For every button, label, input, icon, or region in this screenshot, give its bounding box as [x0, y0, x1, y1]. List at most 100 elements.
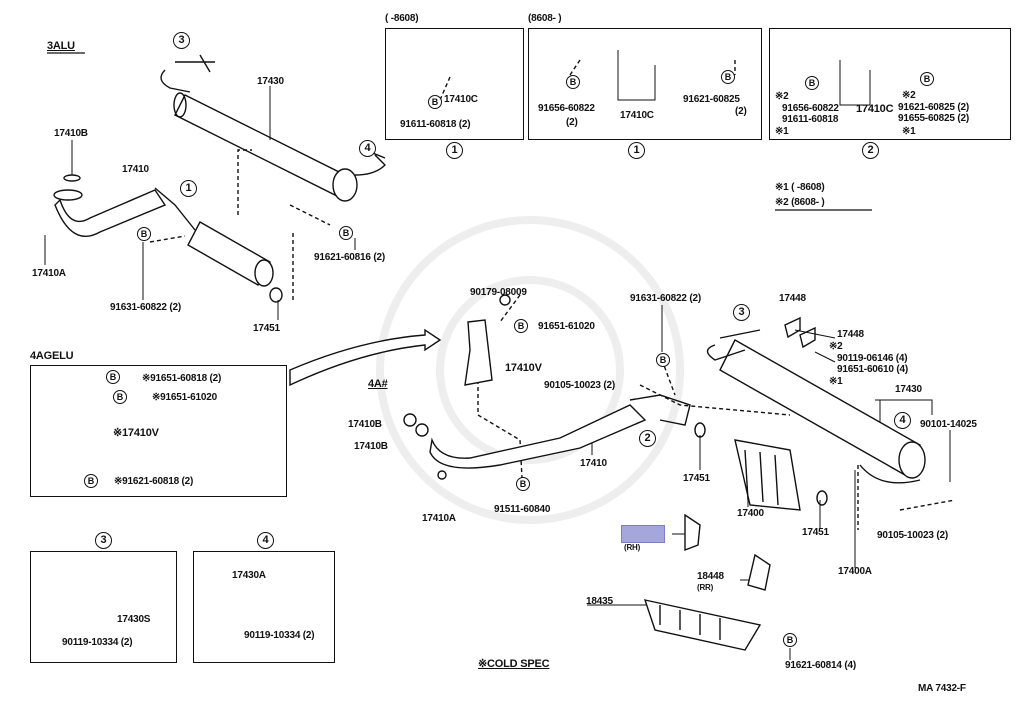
- watermark-emblem: [376, 216, 684, 524]
- highlighted-part-label[interactable]: [621, 525, 665, 543]
- bolt-marker: B: [137, 227, 151, 241]
- part-label: 91621-60816 (2): [314, 252, 385, 263]
- section-4agelu: 4AGELU: [30, 350, 74, 362]
- catalytic-converter: [694, 422, 828, 511]
- part-label: 17448: [779, 293, 806, 304]
- part-label: ※2: [902, 90, 916, 101]
- ref-circle-2: 2: [639, 430, 656, 447]
- part-label: ※91651-61020: [152, 392, 217, 403]
- box-4-ref-circle: 4: [257, 532, 274, 549]
- part-label: ※1: [829, 376, 843, 387]
- bolt-marker: B: [339, 226, 353, 240]
- part-label: 17430: [895, 384, 922, 395]
- part-label: ※2: [829, 341, 843, 352]
- legend-note-2: ※2 (8608- ): [775, 197, 825, 208]
- part-label: 17430S: [117, 614, 151, 625]
- part-label: 91621-60814 (4): [785, 660, 856, 671]
- heat-insulators: [643, 513, 771, 651]
- bolt-marker: B: [106, 370, 120, 384]
- detail-box-4agelu: [30, 365, 287, 497]
- part-label: 17400A: [838, 566, 872, 577]
- ref-circle-3: 3: [173, 32, 190, 49]
- part-label: 17410A: [422, 513, 456, 524]
- bolt-marker: B: [516, 477, 530, 491]
- part-label: (2): [566, 117, 578, 128]
- part-label: 90105-10023 (2): [877, 530, 948, 541]
- box2-ref-circle: 1: [628, 142, 645, 159]
- diagram-code: MA 7432-F: [918, 683, 966, 694]
- part-label: ※17410V: [113, 427, 159, 439]
- ref-circle-1: 1: [180, 180, 197, 197]
- part-label: 17400: [737, 508, 764, 519]
- section-4a: 4A#: [368, 378, 388, 390]
- part-label: (RR): [697, 583, 714, 592]
- bolt-marker: B: [805, 76, 819, 90]
- part-label: 17410B: [348, 419, 382, 430]
- bolt-marker: B: [428, 95, 442, 109]
- detail-box-2: [769, 28, 1011, 140]
- box1-range: ( -8608): [385, 13, 419, 24]
- part-label: 17410B: [354, 441, 388, 452]
- bolt-marker: B: [566, 75, 580, 89]
- detail-box-1-early: [385, 28, 524, 140]
- part-label: 17410C: [856, 103, 894, 115]
- bolt-marker: B: [113, 390, 127, 404]
- part-label: 18435: [586, 596, 613, 607]
- detail-box-3: [30, 551, 177, 663]
- legend-note-1: ※1 ( -8608): [775, 182, 825, 193]
- ref-circle-4: 4: [359, 140, 376, 157]
- part-label: 90179-08009: [470, 287, 527, 298]
- main-muffler-4a: [706, 316, 926, 484]
- part-label: 18448: [697, 571, 724, 582]
- cold-spec-note: ※COLD SPEC: [478, 658, 550, 670]
- part-label: 91631-60822 (2): [630, 293, 701, 304]
- part-label: 91611-60818 (2): [400, 119, 471, 130]
- part-label: 17410B: [54, 128, 88, 139]
- part-label: 17448: [837, 329, 864, 340]
- part-label: 91655-60825 (2): [898, 113, 969, 124]
- detail-box-4: [193, 551, 335, 663]
- part-label: ※2: [775, 91, 789, 102]
- part-label: 91656-60822: [538, 103, 595, 114]
- section-3alu: 3ALU: [47, 40, 75, 52]
- part-label: 91511-60840: [494, 504, 551, 515]
- box2-range: (8608- ): [528, 13, 562, 24]
- ref-circle-3: 3: [733, 304, 750, 321]
- front-pipe-4a: [403, 394, 691, 480]
- part-label: 17410C: [444, 94, 478, 105]
- part-label: 17410V: [505, 362, 542, 374]
- sub-muffler-3alu: [187, 221, 283, 303]
- ref-circle-4: 4: [894, 412, 911, 429]
- part-label: 17410C: [620, 110, 654, 121]
- part-label: 91651-60610 (4): [837, 364, 908, 375]
- bolt-marker: B: [84, 474, 98, 488]
- detail-box-1-late: [528, 28, 762, 140]
- main-muffler-3alu: [160, 54, 386, 202]
- bolt-marker: B: [721, 70, 735, 84]
- part-label: 17451: [683, 473, 710, 484]
- part-label: 91611-60818: [782, 114, 839, 125]
- part-label: 17430A: [232, 570, 266, 581]
- part-label: 90119-06146 (4): [837, 353, 908, 364]
- part-label: ※91651-60818 (2): [142, 373, 222, 384]
- part-label: 17451: [253, 323, 280, 334]
- part-label: (RH): [624, 543, 641, 552]
- part-label: 91621-60825 (2): [898, 102, 969, 113]
- part-label: 90119-10334 (2): [62, 637, 133, 648]
- transfer-arrow: [289, 328, 442, 387]
- part-label: 91621-60825: [683, 94, 740, 105]
- bracket-17410v: [464, 294, 511, 386]
- bolt-marker: B: [514, 319, 528, 333]
- part-label: 17451: [802, 527, 829, 538]
- part-label: 17410: [580, 458, 607, 469]
- box-3-ref-circle: 3: [95, 532, 112, 549]
- part-label: 17430: [257, 76, 284, 87]
- bolt-marker: B: [920, 72, 934, 86]
- part-label: (2): [735, 106, 747, 117]
- part-label: ※1: [775, 126, 789, 137]
- part-label: 90119-10334 (2): [244, 630, 315, 641]
- front-pipe-3alu: [53, 174, 196, 237]
- part-label: ※1: [902, 126, 916, 137]
- box1-ref-circle: 1: [446, 142, 463, 159]
